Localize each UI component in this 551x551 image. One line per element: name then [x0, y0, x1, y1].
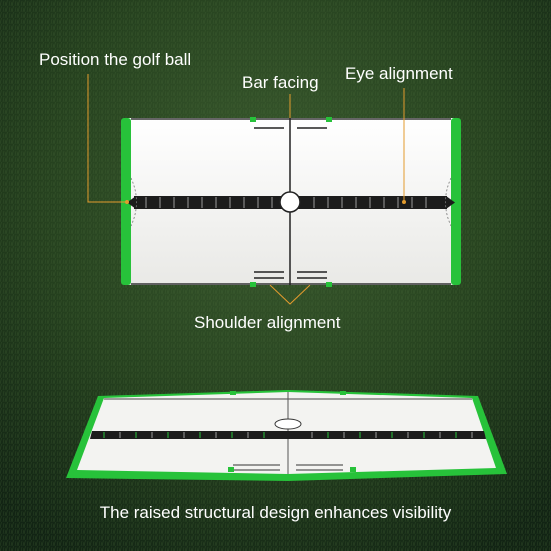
position-ball-pointer [87, 74, 127, 203]
position-ball-label: Position the golf ball [39, 50, 192, 69]
ball-position-circle [279, 191, 301, 213]
eye-alignment-label: Eye alignment [345, 64, 453, 83]
green-tab [250, 282, 256, 287]
green-tab [340, 391, 346, 395]
bar-left-tip [127, 196, 136, 209]
perspective-tick-marks [103, 432, 473, 438]
mirror-perspective-view [66, 390, 507, 481]
green-tab [350, 467, 356, 472]
position-ball-dot [125, 200, 129, 204]
bar-right-tip [446, 196, 455, 209]
green-tab [230, 391, 236, 395]
annotation-lines [87, 74, 405, 305]
bar-facing-label: Bar facing [242, 73, 319, 92]
perspective-alignment-bar [90, 431, 486, 439]
left-edge-arc [130, 177, 137, 227]
green-tab [228, 467, 234, 472]
shoulder-alignment-label: Shoulder alignment [194, 313, 341, 332]
green-tab [250, 117, 256, 122]
shoulder-pointer [269, 284, 311, 305]
right-edge-arc [445, 177, 452, 227]
perspective-ball-circle [274, 418, 302, 430]
green-tab [326, 282, 332, 287]
bar-tick-marks [145, 197, 427, 208]
right-green-frame [451, 118, 461, 285]
green-tab [326, 117, 332, 122]
caption-text: The raised structural design enhances vi… [99, 503, 452, 522]
eye-alignment-dot [402, 200, 406, 204]
mirror-top-view [121, 117, 461, 287]
